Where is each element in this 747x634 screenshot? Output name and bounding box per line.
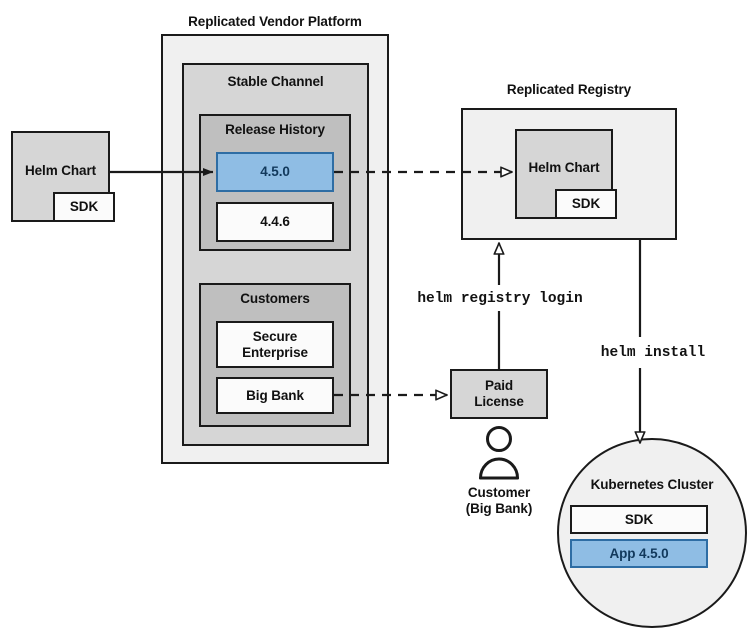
- kubernetes-cluster-title: Kubernetes Cluster: [590, 477, 714, 492]
- paid-license-line1: Paid: [484, 378, 514, 394]
- cluster-sdk-box: SDK: [570, 505, 708, 534]
- vendor-platform-title: Replicated Vendor Platform: [188, 14, 362, 29]
- source-sdk: SDK: [53, 192, 115, 222]
- customer-person-icon: [479, 426, 519, 480]
- registry-title: Replicated Registry: [506, 82, 632, 97]
- customer-big-bank[interactable]: Big Bank: [216, 377, 334, 414]
- helm-install-label: helm install: [600, 345, 706, 361]
- release-version-4-4-6[interactable]: 4.4.6: [216, 202, 334, 242]
- release-version-4-5-0[interactable]: 4.5.0: [216, 152, 334, 192]
- customer-actor-line2: (Big Bank): [465, 501, 533, 517]
- customer-secure-enterprise-line2: Enterprise: [242, 344, 308, 360]
- customer-actor-line1: Customer: [467, 485, 531, 500]
- paid-license-line2: License: [474, 394, 524, 409]
- cluster-app-box: App 4.5.0: [570, 539, 708, 568]
- stable-channel-title: Stable Channel: [227, 74, 324, 89]
- registry-sdk: SDK: [555, 189, 617, 219]
- customer-secure-enterprise-line1: Secure: [252, 328, 298, 344]
- paid-license-box: Paid License: [450, 369, 548, 419]
- customer-actor-label: Customer (Big Bank): [434, 485, 564, 517]
- release-history-title: Release History: [225, 122, 325, 137]
- customers-title: Customers: [240, 291, 310, 306]
- customer-secure-enterprise[interactable]: Secure Enterprise: [216, 321, 334, 368]
- helm-registry-login-label: helm registry login: [417, 291, 583, 307]
